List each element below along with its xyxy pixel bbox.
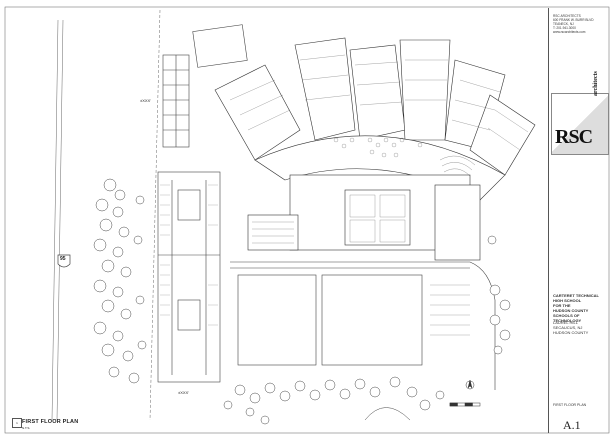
annex-building	[162, 54, 190, 148]
tennis-court	[192, 24, 248, 68]
logo-panel	[551, 93, 609, 155]
firm-address: RSC ARCHITECTS 600 FRANK W. BURR BLVD TE…	[553, 14, 594, 34]
auditorium-seating	[439, 155, 476, 177]
parking-lot-right	[430, 284, 470, 336]
drawing-number-mark: 1	[12, 418, 22, 428]
bottom-arc	[364, 407, 411, 421]
tree-cluster-right	[487, 235, 511, 355]
central-core	[247, 135, 506, 261]
plan-title: FIRST FLOOR PLAN	[22, 419, 79, 425]
sheet-number: A.1	[563, 418, 581, 432]
athletic-fields	[230, 261, 496, 390]
parking-structure	[157, 171, 221, 383]
tree-cluster-bottom	[223, 376, 445, 425]
highway	[51, 9, 161, 421]
cafeteria-tables	[333, 137, 423, 158]
wing-rooms	[229, 54, 529, 151]
firm-logo: RSC	[555, 126, 593, 148]
north-arrow-icon	[465, 379, 475, 390]
highway-badge-label: 95	[60, 256, 66, 262]
project-name: CARTERET TECHNICAL HIGH SCHOOL FOR THE H…	[553, 293, 599, 323]
plan-scale: N.T.S.	[22, 426, 31, 430]
scale-bar	[449, 402, 481, 407]
classroom-wings	[214, 37, 536, 176]
dimension-label-upper: ±XXX'	[140, 98, 151, 103]
firm-logo-sub: architects	[593, 71, 599, 96]
tree-cluster-left	[93, 178, 147, 384]
dimension-label-lower: ±XXX'	[178, 390, 189, 395]
sheet-title: FIRST FLOOR PLAN	[553, 403, 587, 407]
project-location: LAUREL HILL SECAUCUS, NJ HUDSON COUNTY	[553, 320, 589, 335]
gymnasium-courts	[252, 194, 406, 244]
parking-stripes	[160, 184, 218, 326]
title-block: RSC ARCHITECTS 600 FRANK W. BURR BLVD TE…	[548, 8, 610, 433]
highway-badge	[57, 254, 71, 268]
